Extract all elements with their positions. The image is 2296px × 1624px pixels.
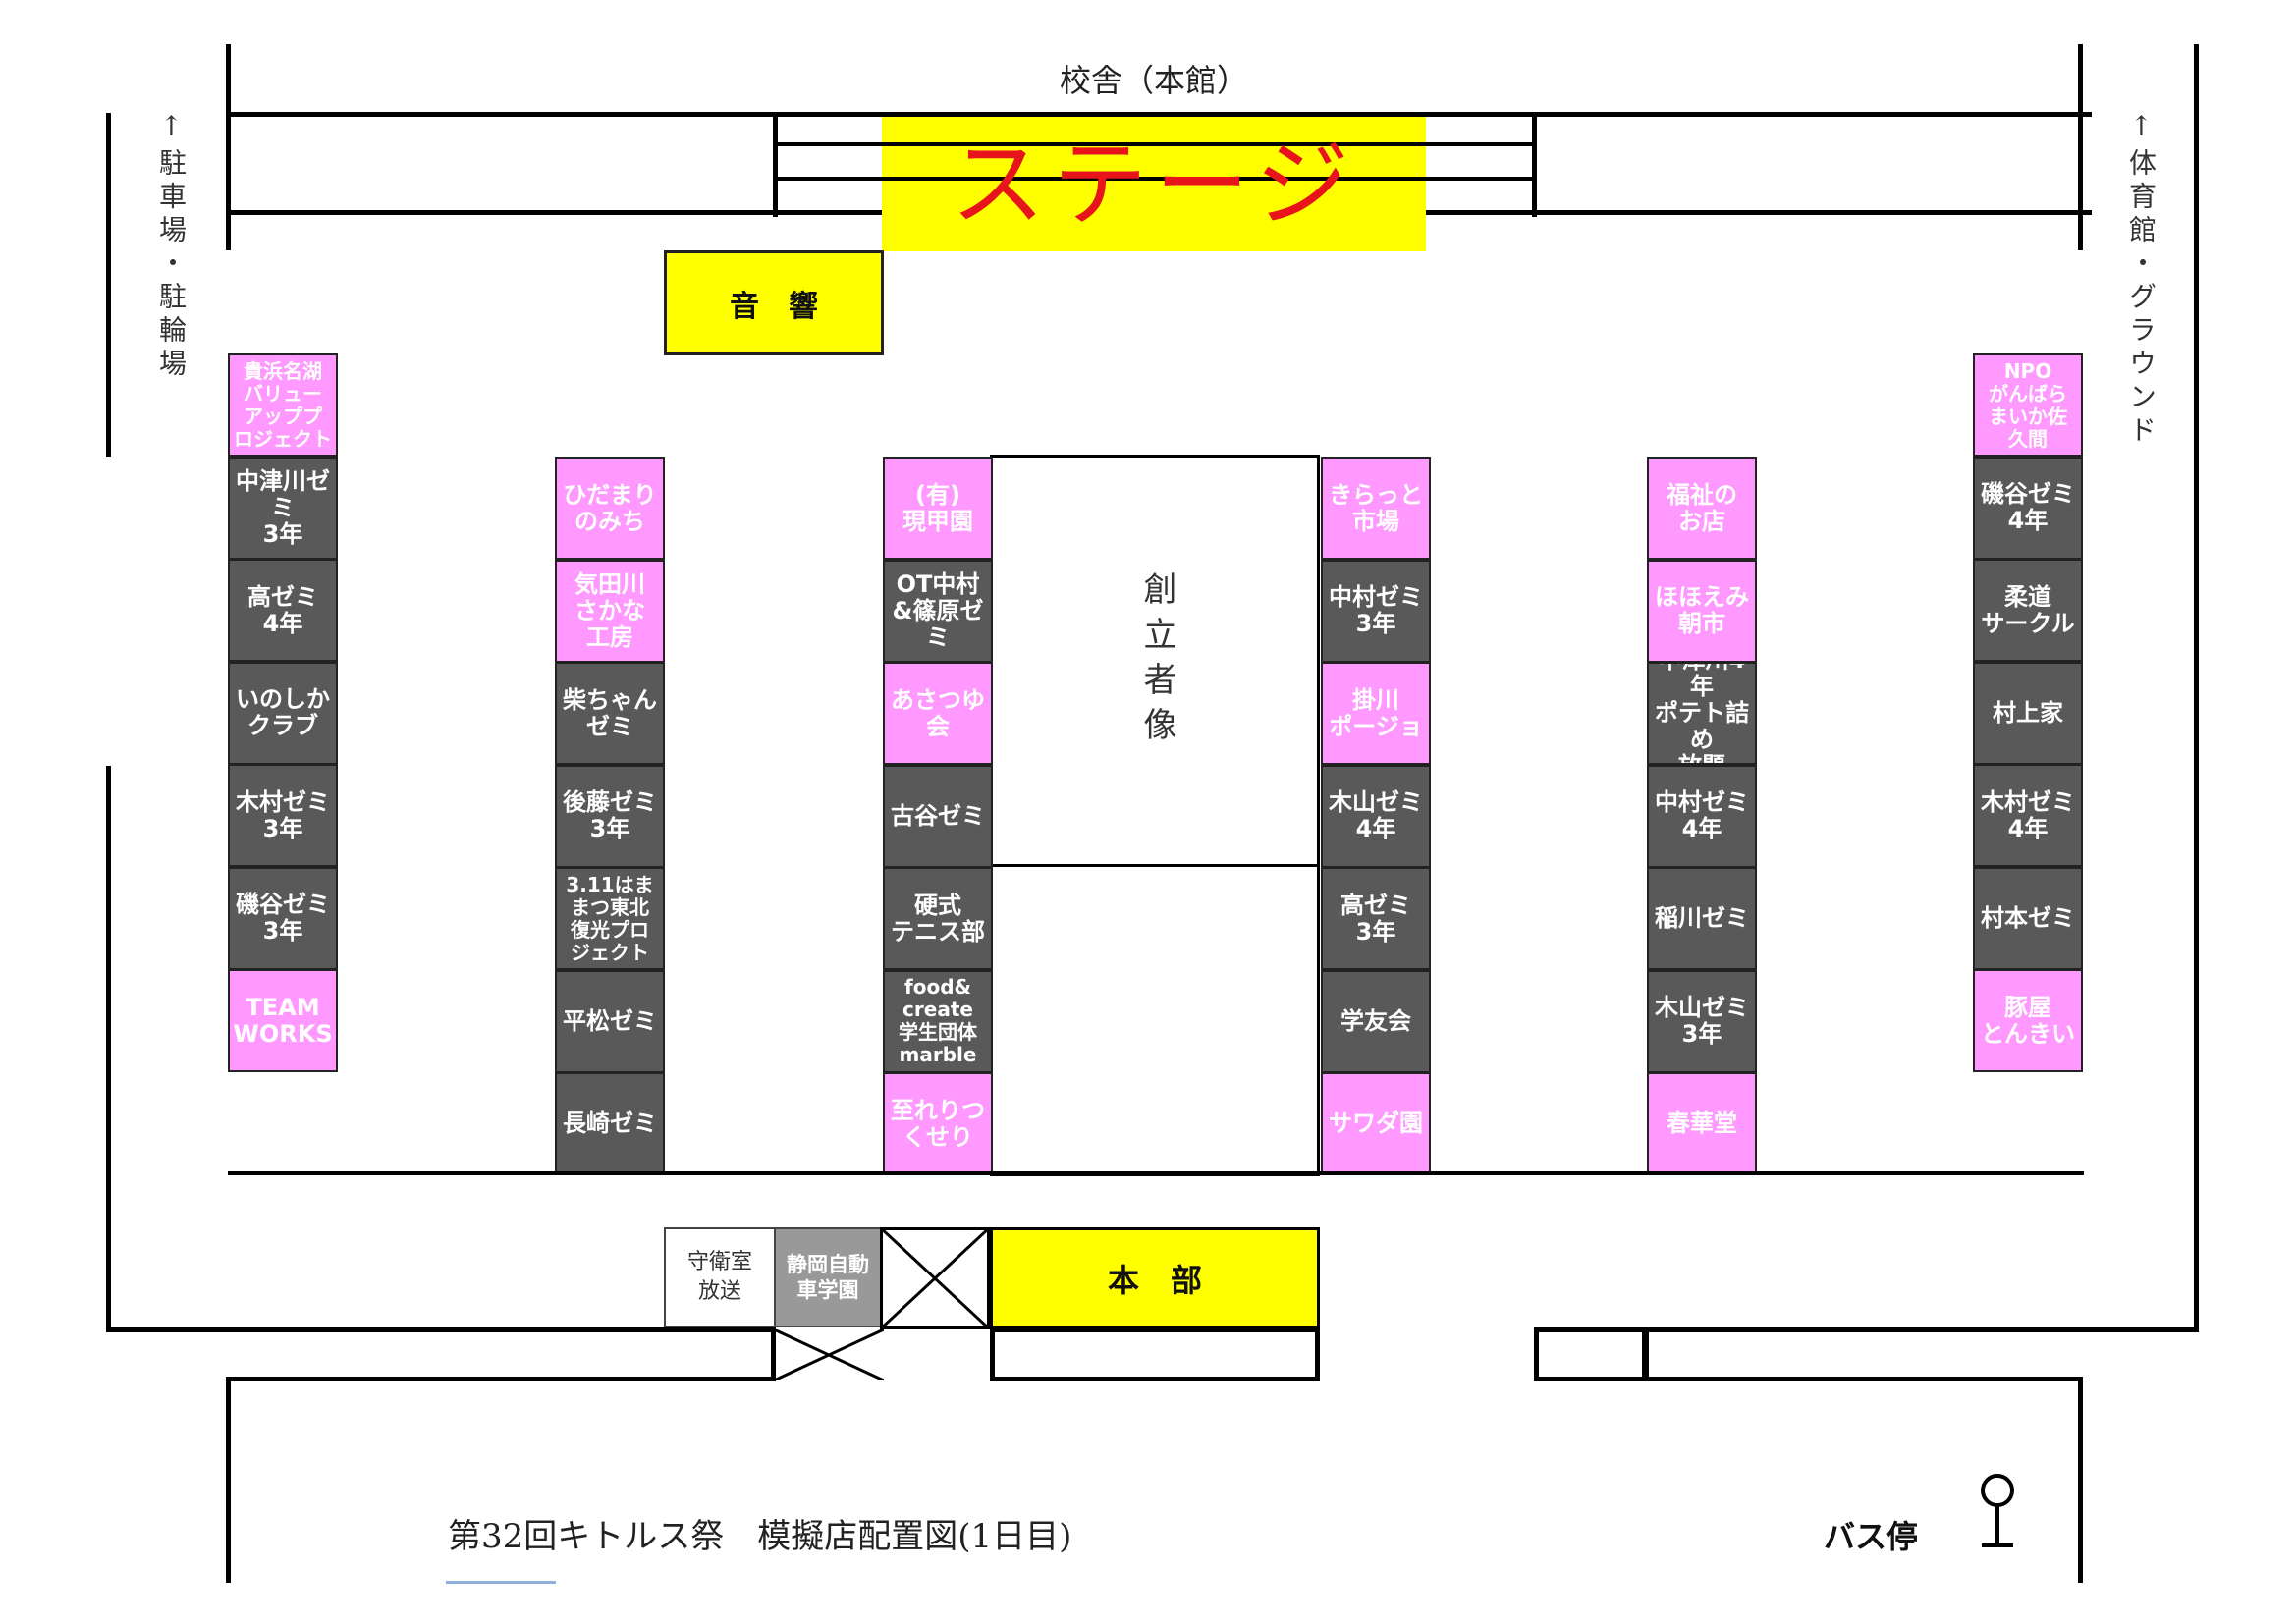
booth-col1-5: 木村ゼミ 3年: [228, 764, 338, 867]
stage: [882, 117, 1426, 251]
statue-lower-area: [990, 864, 1320, 1176]
bottom-right-wall: [2078, 1377, 2083, 1583]
left-direction-label: ↑駐車場・駐輪場: [155, 110, 188, 382]
left-wall: [226, 44, 231, 250]
booth-col5-7: 春華堂: [1647, 1072, 1757, 1175]
stage-overlay-step-1: [775, 142, 1535, 146]
statue-label: 創立者像: [1137, 571, 1176, 752]
booth-col5-2: ほほえみ 朝市: [1647, 559, 1757, 663]
booth-col3-4: 古谷ゼミ: [883, 764, 993, 868]
booth-col6-1: NPO がんばら まいか佐 久間: [1973, 353, 2083, 457]
gate-right-lower: [1645, 1377, 2083, 1381]
booth-col3-5: 硬式 テニス部: [883, 867, 993, 970]
booth-col1-2: 中津川ゼミ 3年: [228, 456, 338, 560]
booth-col5-4: 中村ゼミ 4年: [1647, 764, 1757, 868]
booth-col2-2: 気田川 さかな 工房: [555, 559, 665, 663]
outer-left-bottom: [106, 766, 111, 1330]
booth-col1-3: 高ゼミ 4年: [228, 559, 338, 662]
gate-right-post: [1644, 1327, 1649, 1381]
booth-col6-2: 磯谷ゼミ 4年: [1973, 456, 2083, 560]
booth-col3-3: あさつゆ 会: [883, 662, 993, 765]
booth-col5-3: 中津川4年 ポテト詰め 放題: [1647, 662, 1757, 765]
crossed-box-lower: [774, 1329, 884, 1380]
booth-col6-3: 柔道 サークル: [1973, 559, 2083, 662]
booth-col4-7: サワダ園: [1321, 1072, 1431, 1175]
driving-school-booth: [774, 1227, 882, 1327]
booth-col3-2: OT中村 &篠原ゼ ミ: [883, 559, 993, 663]
right-wall: [2078, 44, 2083, 250]
stage-label: ステージ: [950, 129, 1358, 240]
sound-label: 音 響: [730, 289, 818, 324]
booth-col6-4: 村上家: [1973, 661, 2083, 765]
stage-overlay-step-2: [775, 177, 1535, 181]
crossed-box-upper: [880, 1227, 990, 1329]
booth-col4-4: 木山ゼミ 4年: [1321, 764, 1431, 868]
bus-stop-icon: [1981, 1474, 2014, 1547]
booth-col5-6: 木山ゼミ 3年: [1647, 969, 1757, 1073]
bottom-left-wall: [226, 1377, 231, 1583]
booth-col2-5: 3.11はま まつ東北 復光プロ ジェクト: [555, 867, 665, 970]
booth-col1-6: 磯谷ゼミ 3年: [228, 866, 338, 970]
booth-col2-4: 後藤ゼミ 3年: [555, 764, 665, 868]
sound-booth: [664, 250, 884, 355]
booth-col4-6: 学友会: [1321, 969, 1431, 1073]
hq-gate-box: [990, 1327, 1320, 1381]
gate-left-divider: [771, 1327, 776, 1381]
booth-col2-1: ひだまり のみち: [555, 457, 665, 560]
building-label: 校舎（本館）: [1059, 62, 1248, 99]
outer-right: [2194, 44, 2199, 1332]
guard-room: [664, 1227, 776, 1327]
booth-col6-6: 村本ゼミ: [1973, 866, 2083, 970]
booth-col3-1: (有) 現甲園: [883, 457, 993, 560]
stage-frame: [773, 115, 1537, 217]
booth-col6-7: 豚屋 とんきい: [1973, 969, 2083, 1072]
booth-col6-5: 木村ゼミ 4年: [1973, 764, 2083, 867]
building-top-line: [228, 112, 2092, 117]
gate-left-lower: [226, 1377, 774, 1381]
lower-road-line: [228, 1171, 2084, 1175]
driving-school-label: 静岡自動 車学園: [787, 1253, 869, 1302]
booth-col3-6: food& create 学生団体 marble: [883, 969, 993, 1073]
booth-col1-1: 貴浜名湖 バリュー アッププ ロジェクト: [228, 353, 338, 457]
gate-right-upper: [1645, 1327, 2199, 1332]
booth-col1-7: TEAM WORKS: [228, 969, 338, 1072]
booth-col4-2: 中村ゼミ 3年: [1321, 559, 1431, 663]
booth-col2-6: 平松ゼミ: [555, 969, 665, 1073]
booth-col5-1: 福祉の お店: [1647, 457, 1757, 560]
booth-col2-7: 長崎ゼミ: [555, 1072, 665, 1175]
guard-room-label: 守衛室 放送: [686, 1250, 752, 1304]
booth-col5-5: 稲川ゼミ: [1647, 867, 1757, 970]
headquarters-label: 本 部: [1107, 1262, 1202, 1299]
map-title: 第32回キトルス祭 模擬店配置図(1日目): [448, 1517, 1072, 1556]
booth-col4-5: 高ゼミ 3年: [1321, 867, 1431, 970]
booth-col3-7: 至れりつ くせり: [883, 1072, 993, 1175]
booth-col2-3: 柴ちゃん ゼミ: [555, 662, 665, 765]
booth-col4-3: 掛川 ポージョ: [1321, 662, 1431, 765]
right-direction-label: ↑体育館・グラウンド: [2125, 110, 2158, 449]
title-underline: [446, 1581, 556, 1584]
right-gate-box: [1534, 1327, 1647, 1381]
outer-left-top: [106, 113, 111, 457]
booth-col4-1: きらっと 市場: [1321, 457, 1431, 560]
bus-stop-label: バス停: [1824, 1518, 1919, 1555]
gate-left-upper: [106, 1327, 774, 1332]
booth-col1-4: いのしか クラブ: [228, 661, 338, 765]
